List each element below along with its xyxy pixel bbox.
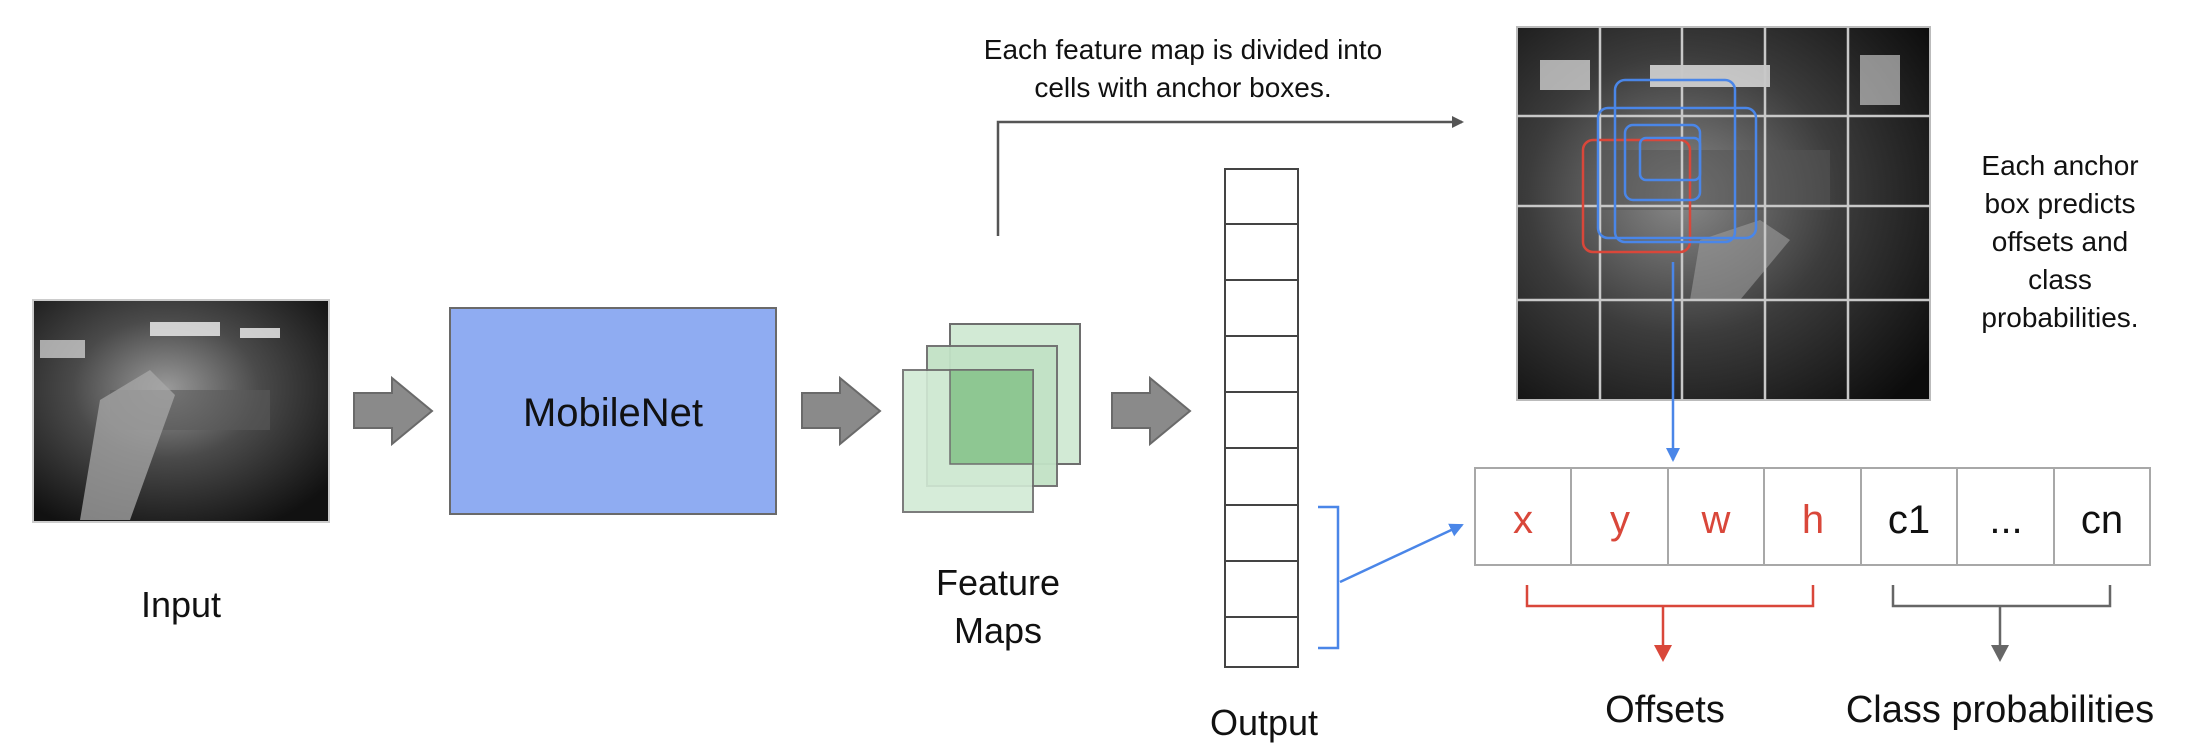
anchor-box-red [1581, 138, 1692, 254]
class-prob-label: Class probabilities [1846, 689, 2154, 731]
arrow-input-to-mobilenet [353, 375, 434, 447]
arrow-mobilenet-to-features [801, 375, 882, 447]
side-note-line5: probabilities. [1981, 302, 2138, 333]
vector-cell-cn: cn [2081, 498, 2123, 542]
class-prob-bracket [1891, 585, 2112, 608]
feature-maps-stack [902, 323, 1081, 513]
offsets-label: Offsets [1605, 689, 1725, 731]
feature-maps-label-line1: Feature [936, 562, 1060, 603]
mobilenet-block [449, 307, 777, 515]
input-label: Input [141, 584, 221, 625]
output-label: Output [1210, 702, 1318, 743]
vector-cell-y: y [1610, 498, 1630, 542]
anchor-box-blue-small [1638, 136, 1702, 182]
grid-image [1516, 26, 1931, 401]
side-note-line2: box predicts [1985, 188, 2136, 219]
anchor-box-blue-large [1613, 78, 1737, 244]
top-note-line1: Each feature map is divided into [984, 34, 1382, 65]
arrow-output-to-vector [1339, 523, 1464, 584]
vector-cell-ellipsis: ... [1989, 498, 2022, 542]
grid-lines [1517, 27, 1930, 400]
class-prob-arrow-head [1991, 645, 2009, 662]
prediction-vector [1474, 467, 2151, 566]
side-note-line3: offsets and [1992, 226, 2128, 257]
top-note-line2: cells with anchor boxes. [1034, 72, 1331, 103]
offsets-arrow-head [1654, 645, 1672, 662]
anchor-boxes [1581, 78, 1758, 254]
feature-maps-label-line2: Maps [954, 610, 1042, 651]
arrow-features-to-output [1111, 375, 1192, 447]
vector-cell-x: x [1513, 498, 1533, 542]
offsets-bracket [1525, 585, 1815, 608]
anchor-box-blue-wide [1596, 106, 1758, 240]
vector-cell-h: h [1802, 498, 1824, 542]
side-note-line1: Each anchor [1981, 150, 2138, 181]
output-column [1224, 168, 1299, 668]
vector-cell-c1: c1 [1888, 498, 1930, 542]
input-image [32, 299, 330, 523]
output-bracket [1318, 505, 1340, 650]
arrow-to-grid-image [996, 116, 1464, 236]
mobilenet-label: MobileNet [523, 391, 703, 435]
side-note-line4: class [2028, 264, 2092, 295]
vector-cell-w: w [1701, 498, 1731, 542]
